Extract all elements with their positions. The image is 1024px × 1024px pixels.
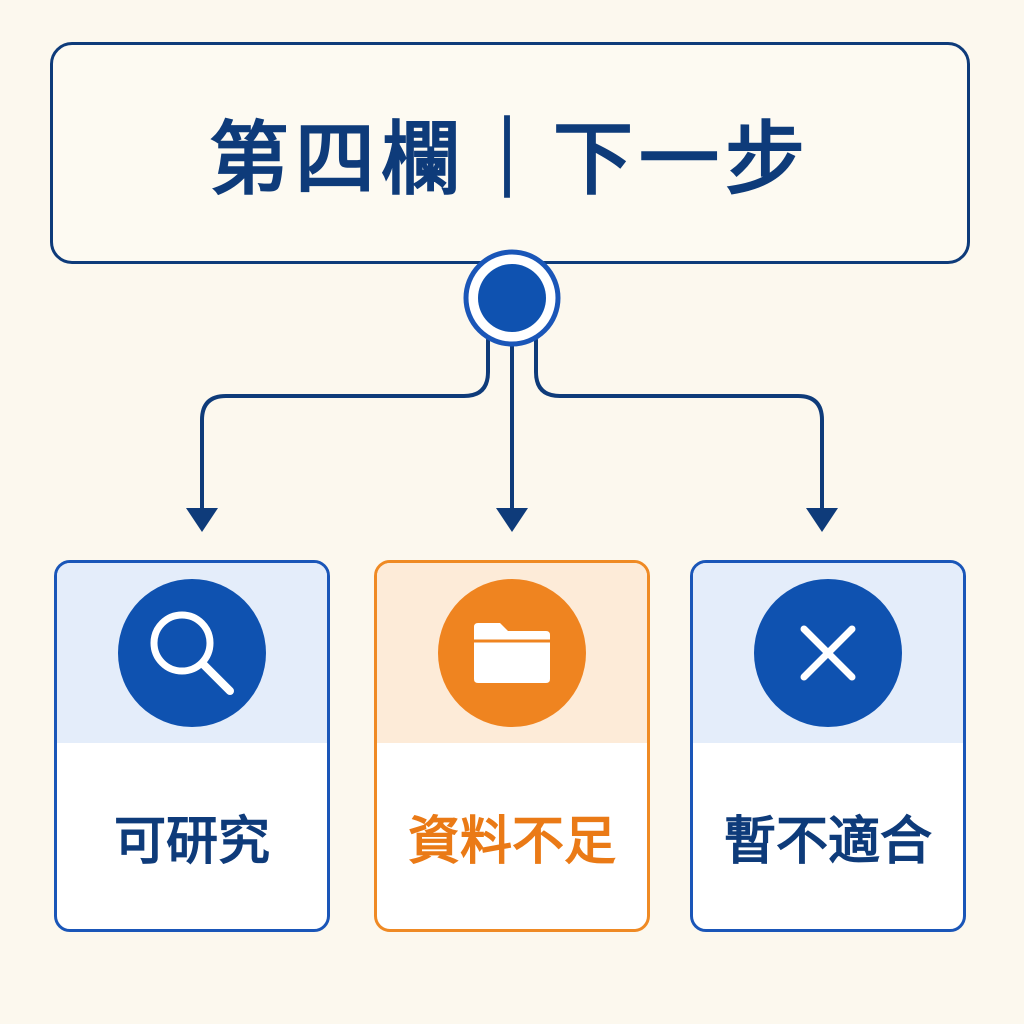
card-label-area: 資料不足 (377, 743, 647, 929)
card-not-suitable: 暫不適合 (690, 560, 966, 932)
card-label: 暫不適合 (723, 811, 932, 872)
card-researchable: 可研究 (54, 560, 330, 932)
card-icon-area (377, 563, 647, 743)
branch-line-left (200, 338, 490, 514)
card-icon-area (57, 563, 327, 743)
branch-node (463, 249, 561, 347)
title-box: 第四欄｜下一步 (50, 42, 970, 264)
icon-badge (438, 579, 586, 727)
card-label-area: 可研究 (57, 743, 327, 929)
arrowhead-right (806, 508, 838, 532)
close-icon (800, 625, 856, 681)
card-label-area: 暫不適合 (693, 743, 963, 929)
icon-badge (754, 579, 902, 727)
card-label: 可研究 (113, 811, 270, 872)
folder-icon (474, 623, 550, 683)
search-icon (150, 611, 234, 695)
card-label: 資料不足 (407, 811, 616, 872)
icon-badge (118, 579, 266, 727)
card-icon-area (693, 563, 963, 743)
branch-line-right (534, 338, 824, 514)
card-insufficient-data: 資料不足 (374, 560, 650, 932)
arrowhead-center (496, 508, 528, 532)
diagram-title: 第四欄｜下一步 (209, 113, 811, 206)
arrowhead-left (186, 508, 218, 532)
